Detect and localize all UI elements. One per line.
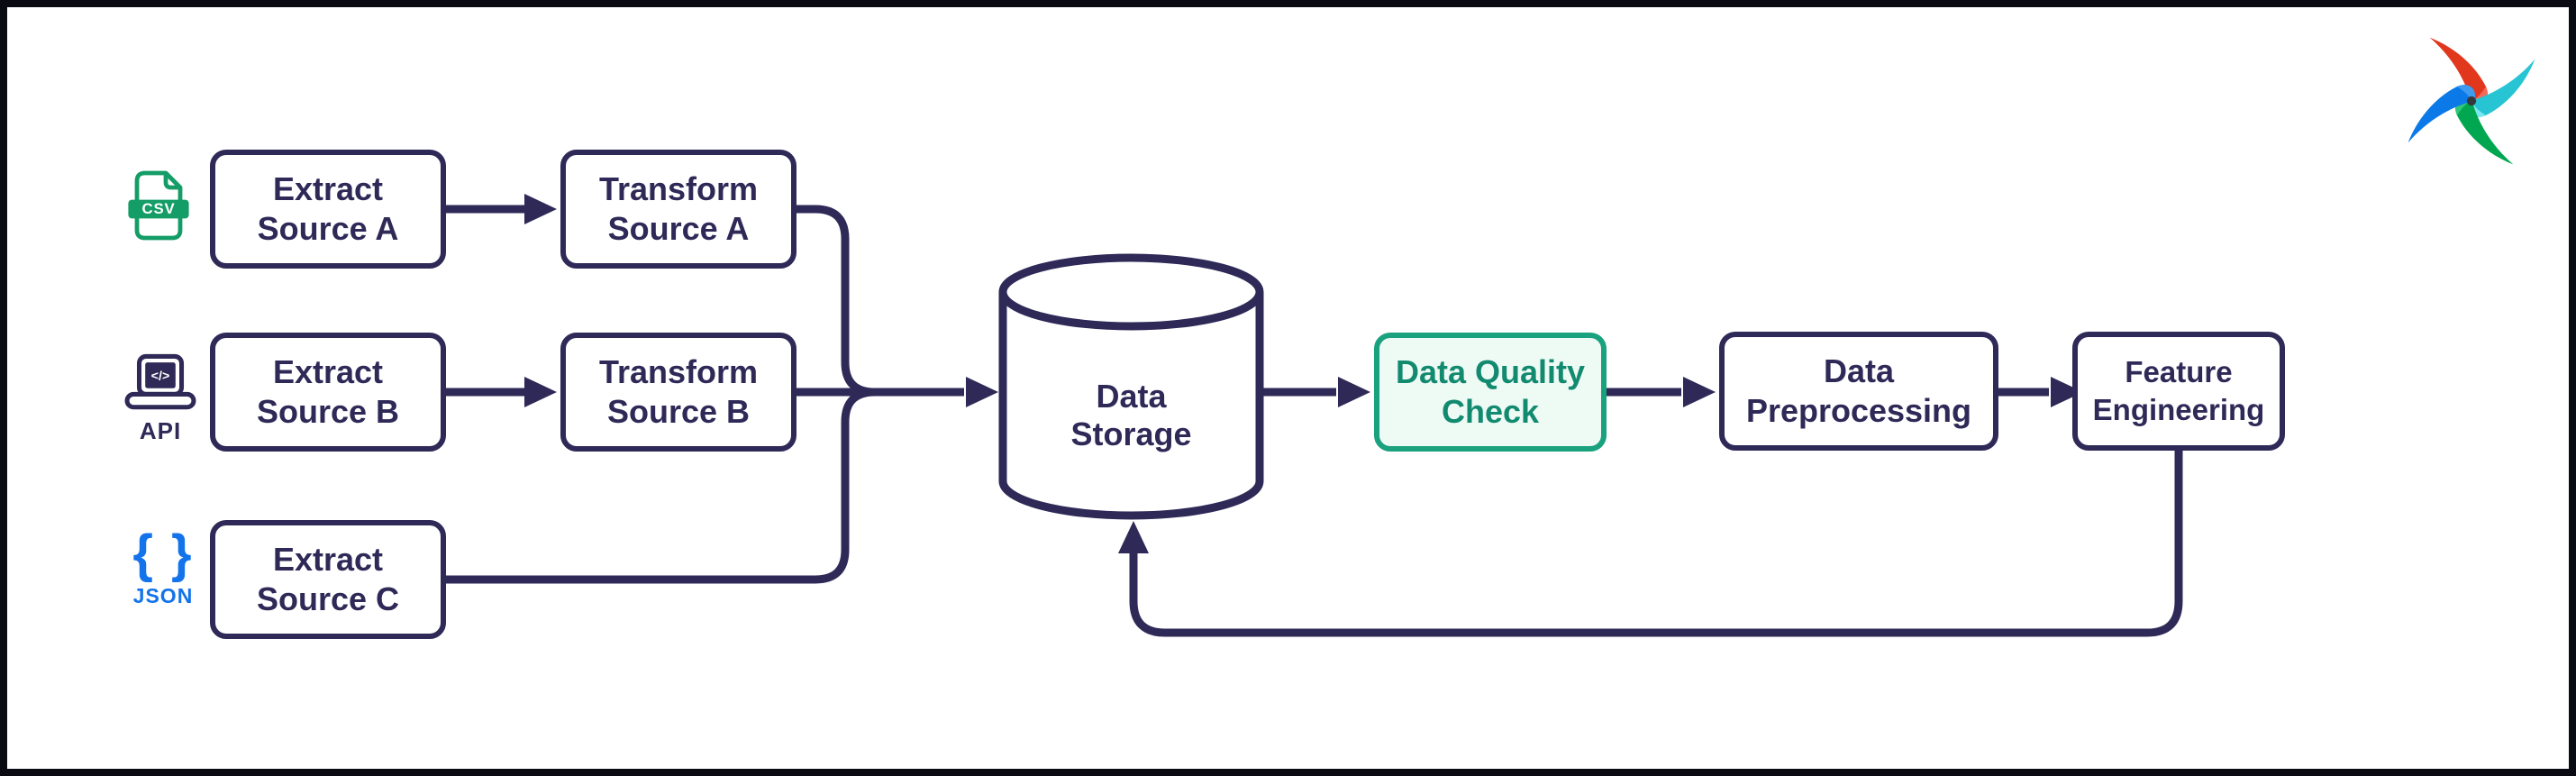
- node-label-line: Check: [1441, 393, 1540, 430]
- node-data-quality-check: Data Quality Check: [1374, 333, 1607, 452]
- arrowhead-data-storage: [966, 377, 998, 407]
- arrowhead-preprocessing: [1683, 377, 1716, 407]
- api-code-glyph: </>: [151, 369, 170, 383]
- airflow-pinwheel-logo: [2408, 37, 2535, 165]
- node-label-line: Extract: [272, 541, 384, 578]
- node-label-line: Storage: [1070, 415, 1192, 452]
- arrowhead-quality-check: [1338, 377, 1370, 407]
- node-extract-source-c: Extract Source C: [210, 520, 446, 639]
- json-label: JSON: [132, 584, 194, 607]
- node-label-line: Preprocessing: [1745, 392, 1972, 429]
- node-label-line: Transform: [598, 170, 759, 207]
- node-label-line: Engineering: [2092, 393, 2265, 426]
- api-laptop-icon: </> API: [123, 353, 198, 445]
- node-transform-source-a: Transform Source A: [560, 150, 796, 269]
- arrowhead-transform-a: [524, 194, 557, 224]
- data-storage-cylinder: [998, 253, 1264, 520]
- node-label-line: Data: [1096, 378, 1167, 415]
- node-label-line: Data: [1823, 352, 1895, 389]
- node-label-line: Data Quality: [1395, 353, 1586, 390]
- node-feature-engineering: Feature Engineering: [2072, 332, 2285, 451]
- node-label-line: Extract: [272, 353, 384, 390]
- json-braces-glyph: { }: [132, 525, 194, 583]
- node-label-line: Source B: [606, 393, 751, 430]
- arrowhead-feature-engineering: [2051, 377, 2083, 407]
- node-label-line: Transform: [598, 353, 759, 390]
- api-laptop-glyph: </>: [124, 353, 196, 410]
- node-data-storage-label: Data Storage: [1003, 378, 1260, 453]
- node-transform-source-b: Transform Source B: [560, 333, 796, 452]
- node-label-line: Source A: [607, 210, 750, 247]
- node-extract-source-b: Extract Source B: [210, 333, 446, 452]
- node-data-preprocessing: Data Preprocessing: [1719, 332, 1998, 451]
- line-transform-a-merge: [796, 205, 964, 397]
- arrowhead-transform-b: [524, 377, 557, 407]
- logo-center-dot: [2466, 96, 2477, 106]
- node-extract-source-a: Extract Source A: [210, 150, 446, 269]
- node-label-line: Feature: [2125, 355, 2233, 388]
- arrowhead-feedback-to-storage: [1118, 521, 1149, 553]
- csv-document-glyph: CSV: [128, 170, 189, 241]
- node-label-line: Source A: [257, 210, 399, 247]
- feedback-loop-line: [1129, 451, 2183, 637]
- node-label-line: Source B: [256, 393, 400, 430]
- node-label-line: Extract: [272, 170, 384, 207]
- json-braces-icon: { } JSON: [124, 525, 202, 608]
- csv-file-icon: CSV: [126, 169, 191, 246]
- node-label-line: Source C: [256, 580, 400, 617]
- csv-label: CSV: [142, 200, 176, 217]
- api-label: API: [139, 417, 182, 444]
